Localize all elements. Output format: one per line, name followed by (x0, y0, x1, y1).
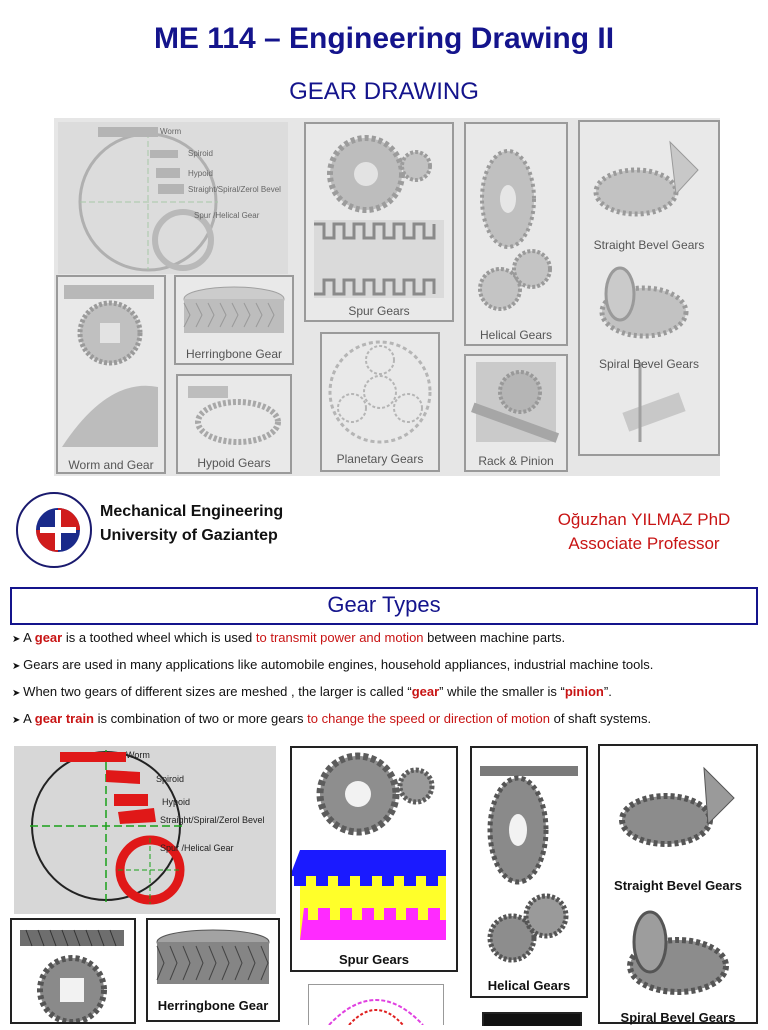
rack-pinion-image (471, 362, 560, 443)
planetary-gears-card-color (308, 984, 444, 1026)
caption-spur-gears-color: Spur Gears (338, 952, 410, 967)
label-worm: Worm (160, 127, 182, 136)
spur-gears-card-color: Spur Gears (290, 746, 458, 972)
bullet-arrow-icon: ➤ (12, 661, 24, 672)
herringbone-gear-color-image (156, 929, 270, 984)
helical-gears-image (478, 149, 552, 311)
herringbone-gear-card-color: Herringbone Gear (146, 918, 280, 1022)
caption-spur-gears: Spur Gears (348, 304, 410, 318)
section-heading: Gear Types (10, 587, 758, 625)
gear-diagram-drawing (78, 127, 218, 272)
bullet-item: ➤ A gear is a toothed wheel which is use… (12, 630, 762, 657)
caption-helical-gears: Helical Gears (479, 328, 553, 342)
rack-pinion-card: Rack & Pinion (464, 354, 568, 472)
bullet-text: A (23, 711, 35, 726)
university-logo (14, 490, 94, 570)
worm-gear-card: Worm and Gear (56, 275, 166, 474)
label-spiroid-color: Spiroid (156, 774, 185, 784)
bullet-item: ➤ When two gears of different sizes are … (12, 684, 762, 711)
bevel-gears-card: Straight Bevel Gears Spiral Bevel Gears (578, 120, 720, 456)
spur-gears-image (314, 135, 444, 298)
bullet-item: ➤ A gear train is combination of two or … (12, 711, 762, 738)
caption-worm-gear: Worm and Gear (68, 458, 154, 472)
bullet-text: gear train (34, 711, 94, 726)
planetary-gears-color-image (328, 999, 424, 1026)
label-spur-helical-color: Spur /Helical Gear (160, 843, 234, 853)
helical-gears-card-color: Helical Gears (470, 746, 588, 998)
caption-planetary: Planetary Gears (336, 452, 424, 466)
bullet-arrow-icon: ➤ (12, 688, 24, 699)
bevel-gears-card-color: Straight Bevel Gears Spiral Bevel Gears (598, 744, 758, 1025)
bullet-text: gear (411, 684, 440, 699)
label-hypoid: Hypoid (188, 169, 213, 178)
bevel-gears-color-image (619, 766, 735, 995)
caption-herringbone-color: Herringbone Gear (157, 998, 269, 1013)
caption-herringbone: Herringbone Gear (185, 347, 283, 361)
author-block: Oğuzhan YILMAZ PhD Associate Professor (520, 508, 768, 556)
bullet-text: pinion (564, 684, 604, 699)
label-hypoid-color: Hypoid (162, 797, 191, 807)
herringbone-gear-image (183, 286, 285, 333)
gear-types-diagram-color: Worm Spiroid Hypoid Straight/Spiral/Zero… (14, 746, 276, 914)
bullet-text: is a toothed wheel which is used (62, 630, 256, 645)
bullet-text: Gears are used in many applications like… (23, 657, 654, 672)
caption-helical-gears-color: Helical Gears (487, 978, 571, 993)
label-worm-color: Worm (126, 750, 150, 760)
hypoid-gears-card: Hypoid Gears (176, 374, 292, 474)
gear-gallery-bottom: Worm Spiroid Hypoid Straight/Spiral/Zero… (0, 740, 768, 1026)
department-block: Mechanical Engineering University of Gaz… (100, 500, 283, 548)
herringbone-gear-card: Herringbone Gear (174, 275, 294, 365)
label-spiroid: Spiroid (188, 149, 213, 158)
author-title: Associate Professor (568, 534, 720, 553)
caption-hypoid: Hypoid Gears (197, 456, 271, 470)
gaziantep-seal-icon (16, 492, 92, 568)
worm-gear-image (62, 285, 158, 447)
gear-types-diagram: Worm Spiroid Hypoid Straight/Spiral/Zero… (58, 122, 288, 274)
page-title: ME 114 – Engineering Drawing II (153, 22, 615, 55)
bullet-arrow-icon: ➤ (12, 715, 24, 726)
caption-spiral-bevel: Spiral Bevel Gears (598, 357, 700, 371)
gear-diagram-color-drawing (30, 750, 185, 906)
bullet-text: gear (34, 630, 63, 645)
bullet-text: is combination of two or more gears (94, 711, 308, 726)
worm-gear-card-color (10, 918, 136, 1025)
bullet-text: When two gears of different sizes are me… (23, 684, 412, 699)
caption-rack-pinion: Rack & Pinion (478, 454, 554, 468)
page-subtitle: GEAR DRAWING (289, 78, 479, 105)
label-bevel-color: Straight/Spiral/Zerol Bevel (160, 815, 265, 825)
bullet-text: of shaft systems. (549, 711, 652, 726)
bullet-text: A (23, 630, 35, 645)
bullet-item: ➤ Gears are used in many applications li… (12, 657, 762, 684)
author-name: Oğuzhan YILMAZ PhD (557, 510, 731, 529)
label-spur-helical: Spur /Helical Gear (194, 211, 260, 220)
university-name: University of Gaziantep (100, 527, 278, 544)
helical-gears-card: Helical Gears (464, 122, 568, 346)
worm-gear-color-image (20, 929, 124, 1025)
planetary-gears-image (328, 340, 432, 444)
bevel-gears-image (593, 140, 699, 442)
spur-gears-card: Spur Gears (304, 122, 454, 322)
bullet-text: ” while the smaller is “ (439, 684, 565, 699)
bullet-text: to transmit power and motion (255, 630, 424, 645)
bullet-text: to change the speed or direction of moti… (307, 711, 550, 726)
helical-gears-color-image (480, 766, 578, 963)
gear-gallery-top: Worm Spiroid Hypoid Straight/Spiral/Zero… (54, 118, 720, 476)
planetary-gears-card: Planetary Gears (320, 332, 440, 472)
department-name: Mechanical Engineering (100, 503, 284, 520)
bullet-arrow-icon: ➤ (12, 634, 24, 645)
bullet-text: between machine parts. (423, 630, 566, 645)
caption-spiral-bevel-color: Spiral Bevel Gears (620, 1010, 736, 1025)
caption-straight-bevel: Straight Bevel Gears (593, 238, 705, 252)
hypoid-gears-image (188, 386, 281, 445)
bullet-text: ”. (603, 684, 612, 699)
label-bevel: Straight/Spiral/Zerol Bevel (188, 185, 281, 194)
rack-pinion-card-color (482, 1012, 582, 1026)
spur-gears-color-image (290, 752, 446, 940)
bullet-list: ➤ A gear is a toothed wheel which is use… (12, 630, 762, 738)
caption-straight-bevel-color: Straight Bevel Gears (614, 878, 742, 893)
